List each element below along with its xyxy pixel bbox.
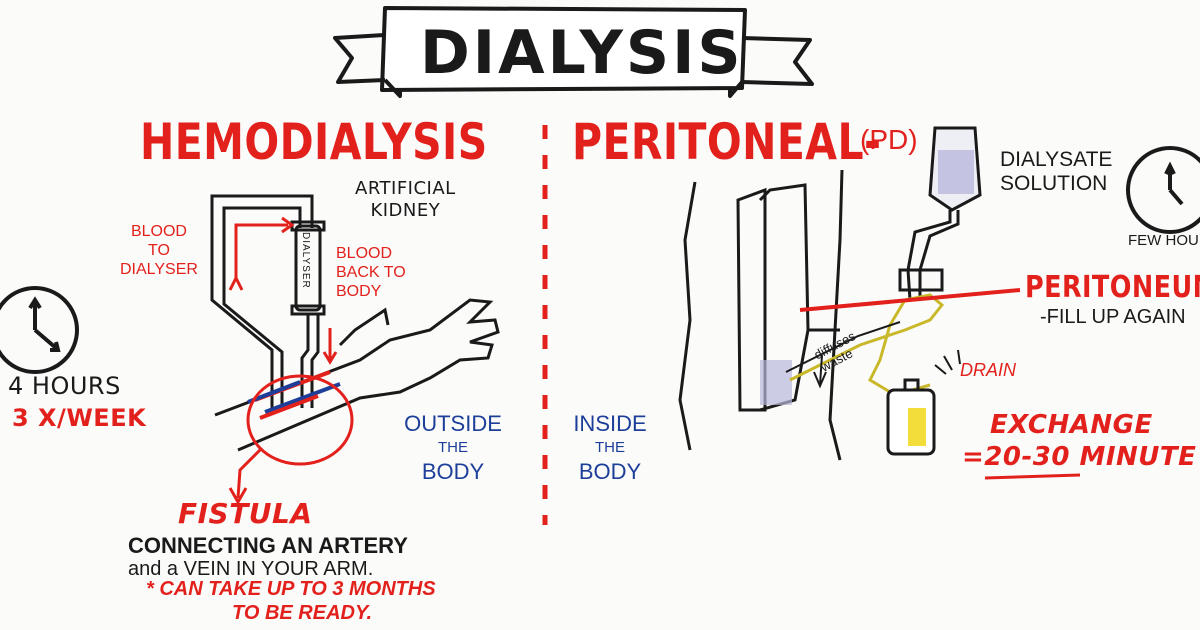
exchange-time-label: =20-30 MINUTE (962, 442, 1197, 472)
hemodialysis-heading: HEMODIALYSIS (140, 113, 488, 171)
title-banner (333, 6, 814, 98)
frequency-label: 3 X/WEEK (12, 404, 147, 432)
clock-icon (0, 286, 79, 374)
peritoneal-heading: PERITONEAL- (572, 113, 882, 171)
blood-to-dialyser-label: BLOOD TO DIALYSER (120, 223, 198, 278)
flow-arrow-up (234, 223, 288, 280)
fistula-title: FISTULA (178, 497, 313, 530)
fistula-note-2: TO BE READY. (232, 602, 373, 624)
few-hours-label: FEW HOU (1128, 232, 1199, 249)
peritoneum-label: PERITONEUM (1025, 270, 1200, 305)
clock-right-icon (1126, 146, 1200, 234)
drain-label: DRAIN (960, 360, 1017, 380)
body-sketch (678, 169, 844, 461)
artificial-kidney-label: ARTIFICIAL KIDNEY (355, 178, 456, 221)
fill-up-label: -FILL UP AGAIN (1040, 306, 1186, 328)
outside-body-label: OUTSIDE THE BODY (404, 411, 502, 484)
duration-label: 4 HOURS (8, 372, 121, 400)
dialyser-circuit (210, 194, 326, 408)
pd-abbr: (PD) (860, 124, 918, 155)
inside-body-label: INSIDE THE BODY (573, 411, 647, 484)
fistula-desc-2: and a VEIN IN YOUR ARM. (128, 558, 374, 580)
fistula-note-1: * CAN TAKE UP TO 3 MONTHS (146, 578, 436, 600)
page-title: DIALYSIS (420, 18, 744, 88)
dialyser-label: DIALYSER (300, 232, 311, 289)
blood-back-label: BLOOD BACK TO BODY (336, 245, 406, 300)
exchange-label: EXCHANGE (990, 410, 1153, 440)
fistula-circle (246, 374, 354, 466)
fistula-desc-1: CONNECTING AN ARTERY (128, 533, 408, 558)
arm-sketch (214, 298, 500, 452)
dialysate-solution-label: DIALYSATE SOLUTION (1000, 148, 1113, 195)
